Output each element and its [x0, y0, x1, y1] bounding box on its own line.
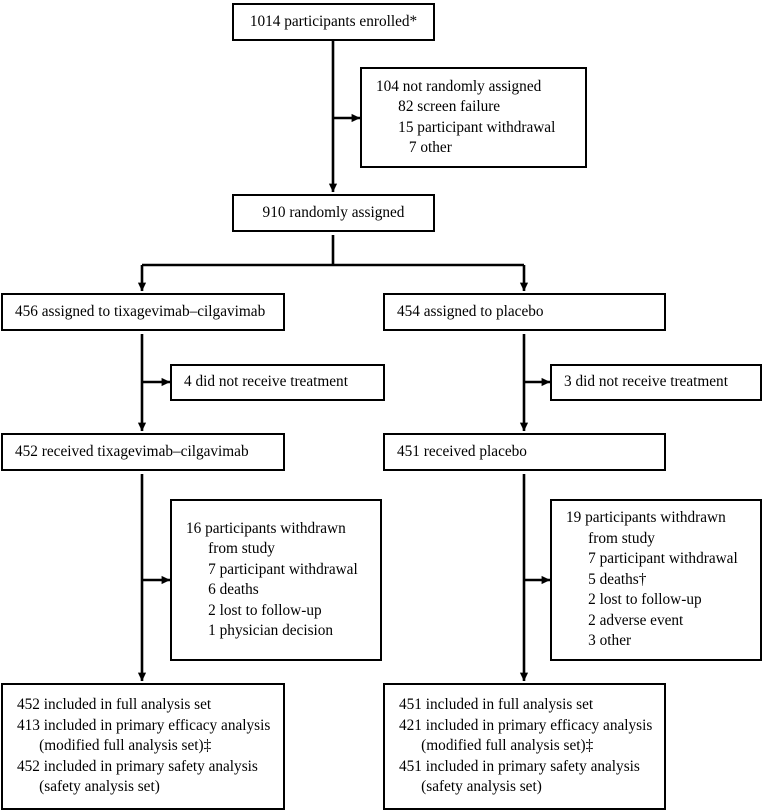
node-left-participants-withdrawn-line-5: 1 physician decision	[208, 622, 334, 639]
node-right-analysis-sets-line-2: (modified full analysis set)‡	[421, 737, 594, 755]
node-left-analysis-sets-text: 452 included in full analysis set 413 in…	[3, 695, 284, 798]
node-not-randomly-assigned-line-2: 15 participant withdrawal	[398, 118, 556, 136]
node-received-tixagevimab-cilgavimab-line-0: 452 received tixagevimab–cilgavimab	[15, 442, 249, 460]
node-right-did-not-receive-treatment-text: 3 did not receive treatment	[552, 372, 740, 393]
node-not-randomly-assigned: 104 not randomly assigned 82 screen fail…	[360, 67, 587, 168]
node-left-analysis-sets-line-1: 413 included in primary efficacy analysi…	[17, 716, 271, 734]
node-right-participants-withdrawn-line-1: from study	[588, 529, 655, 547]
node-enrolled: 1014 participants enrolled*	[232, 3, 435, 41]
node-right-analysis-sets-line-1: 421 included in primary efficacy analysi…	[399, 716, 653, 734]
node-right-participants-withdrawn-line-0: 19 participants withdrawn	[566, 509, 726, 527]
node-left-did-not-receive-treatment: 4 did not receive treatment	[170, 364, 385, 401]
node-enrolled-text: 1014 participants enrolled*	[238, 12, 429, 33]
node-right-analysis-sets-line-4: (safety analysis set)	[421, 778, 542, 796]
node-assigned-placebo-text: 454 assigned to placebo	[385, 302, 556, 323]
node-left-participants-withdrawn-line-1: from study	[208, 540, 275, 557]
node-left-participants-withdrawn: 16 participants withdrawn from study 7 p…	[170, 499, 382, 661]
node-left-did-not-receive-treatment-text: 4 did not receive treatment	[172, 372, 360, 393]
node-right-participants-withdrawn-text: 19 participants withdrawn from study 7 p…	[552, 508, 752, 652]
node-right-did-not-receive-treatment-line-0: 3 did not receive treatment	[564, 373, 728, 391]
node-left-participants-withdrawn-text: 16 participants withdrawn from study 7 p…	[172, 519, 372, 642]
node-enrolled-line-0: 1014 participants enrolled*	[249, 12, 418, 30]
node-left-analysis-sets-line-2: (modified full analysis set)‡	[39, 737, 212, 755]
node-left-analysis-sets-line-0: 452 included in full analysis set	[17, 696, 212, 714]
node-right-did-not-receive-treatment: 3 did not receive treatment	[550, 364, 762, 401]
node-left-participants-withdrawn-line-4: 2 lost to follow-up	[208, 601, 322, 619]
node-right-participants-withdrawn-line-2: 7 participant withdrawal	[588, 550, 738, 568]
node-right-participants-withdrawn: 19 participants withdrawn from study 7 p…	[550, 499, 762, 661]
node-assigned-tixagevimab-cilgavimab-text: 456 assigned to tixagevimab–cilgavimab	[3, 302, 277, 323]
node-received-tixagevimab-cilgavimab-text: 452 received tixagevimab–cilgavimab	[3, 442, 261, 463]
node-not-randomly-assigned-text: 104 not randomly assigned 82 screen fail…	[362, 77, 569, 159]
node-not-randomly-assigned-line-1: 82 screen failure	[398, 98, 501, 115]
node-randomly-assigned: 910 randomly assigned	[232, 194, 435, 232]
node-assigned-placebo-line-0: 454 assigned to placebo	[397, 302, 544, 320]
node-not-randomly-assigned-line-3: 7 other	[408, 139, 452, 156]
node-left-analysis-sets: 452 included in full analysis set 413 in…	[1, 683, 285, 810]
node-assigned-placebo: 454 assigned to placebo	[383, 293, 666, 331]
node-received-placebo-text: 451 received placebo	[385, 442, 539, 463]
node-right-participants-withdrawn-line-3: 5 deaths†	[588, 570, 647, 588]
node-left-analysis-sets-line-4: (safety analysis set)	[39, 778, 160, 796]
node-received-tixagevimab-cilgavimab: 452 received tixagevimab–cilgavimab	[1, 433, 285, 471]
node-left-participants-withdrawn-line-2: 7 participant withdrawal	[208, 560, 358, 578]
node-left-did-not-receive-treatment-line-0: 4 did not receive treatment	[184, 373, 348, 391]
node-randomly-assigned-text: 910 randomly assigned	[251, 203, 417, 224]
node-right-participants-withdrawn-line-4: 2 lost to follow-up	[588, 591, 702, 609]
node-right-participants-withdrawn-line-5: 2 adverse event	[588, 611, 684, 629]
node-received-placebo-line-0: 451 received placebo	[397, 442, 527, 460]
node-randomly-assigned-line-0: 910 randomly assigned	[262, 203, 405, 221]
node-received-placebo: 451 received placebo	[383, 433, 666, 471]
node-left-participants-withdrawn-line-3: 6 deaths	[208, 581, 259, 598]
node-assigned-tixagevimab-cilgavimab-line-0: 456 assigned to tixagevimab–cilgavimab	[15, 302, 266, 320]
node-right-analysis-sets-line-3: 451 included in primary safety analysis	[399, 757, 640, 775]
node-right-analysis-sets-text: 451 included in full analysis set 421 in…	[385, 695, 666, 798]
node-assigned-tixagevimab-cilgavimab: 456 assigned to tixagevimab–cilgavimab	[1, 293, 285, 331]
node-not-randomly-assigned-line-0: 104 not randomly assigned	[376, 77, 542, 95]
node-left-analysis-sets-line-3: 452 included in primary safety analysis	[17, 757, 258, 775]
node-right-participants-withdrawn-line-6: 3 other	[588, 632, 632, 650]
node-right-analysis-sets-line-0: 451 included in full analysis set	[399, 696, 594, 714]
node-left-participants-withdrawn-line-0: 16 participants withdrawn	[186, 519, 346, 537]
node-right-analysis-sets: 451 included in full analysis set 421 in…	[383, 683, 666, 810]
